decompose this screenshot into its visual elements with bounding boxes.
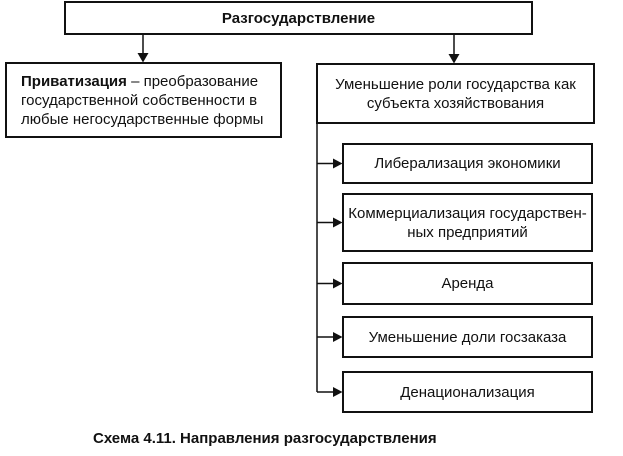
privatization-line-3: любые негосударственные формы [21, 110, 264, 128]
arrowhead-sub-1 [333, 158, 343, 169]
arrowhead-sub-3 [333, 278, 343, 289]
sub-2-line-2: ных предприятий [407, 223, 528, 241]
arrowhead-sub-2 [333, 217, 343, 228]
node-denacionalizaciya: Денационализация [342, 371, 593, 413]
arrowhead-down-left [137, 53, 149, 63]
privatization-line-1-rest: – преобразование [126, 72, 259, 90]
scheme-caption: Схема 4.11. Направления разгосударствлен… [93, 430, 437, 447]
node-goszakaz: Уменьшение доли госзаказа [342, 316, 593, 358]
node-arenda: Аренда [342, 262, 593, 305]
sub-4-label: Уменьшение доли госзаказа [368, 328, 567, 346]
privatization-term: Приватизация [21, 72, 127, 90]
arrowhead-sub-4 [333, 332, 343, 342]
node-umenshenie-roli: Уменьшение роли государства как субъекта… [316, 63, 595, 124]
node-liberalizaciya: Либерализация экономики [342, 143, 593, 184]
sub-5-label: Денационализация [400, 383, 535, 401]
node-root-label: Разгосударствление [221, 9, 376, 27]
right-branch-line-1: Уменьшение роли государства как [335, 75, 576, 93]
sub-1-label: Либерализация экономики [374, 155, 561, 172]
privatization-line-2: государственной собственности в [21, 91, 258, 109]
node-kommercializaciya: Коммерциализация государствен- ных предп… [342, 193, 593, 252]
privatization-line-1: Приватизация – преобразование [21, 72, 258, 91]
right-branch-line-2: субъекта хозяйствования [366, 94, 545, 112]
sub-2-line-1: Коммерциализация государствен- [348, 204, 587, 222]
node-privatizaciya: Приватизация – преобразование государств… [5, 62, 282, 138]
arrowhead-down-right [448, 54, 460, 64]
node-razgosudarstvlenie: Разгосударствление [64, 1, 533, 35]
sub-3-label: Аренда [441, 275, 494, 292]
arrowhead-sub-5 [333, 387, 343, 397]
